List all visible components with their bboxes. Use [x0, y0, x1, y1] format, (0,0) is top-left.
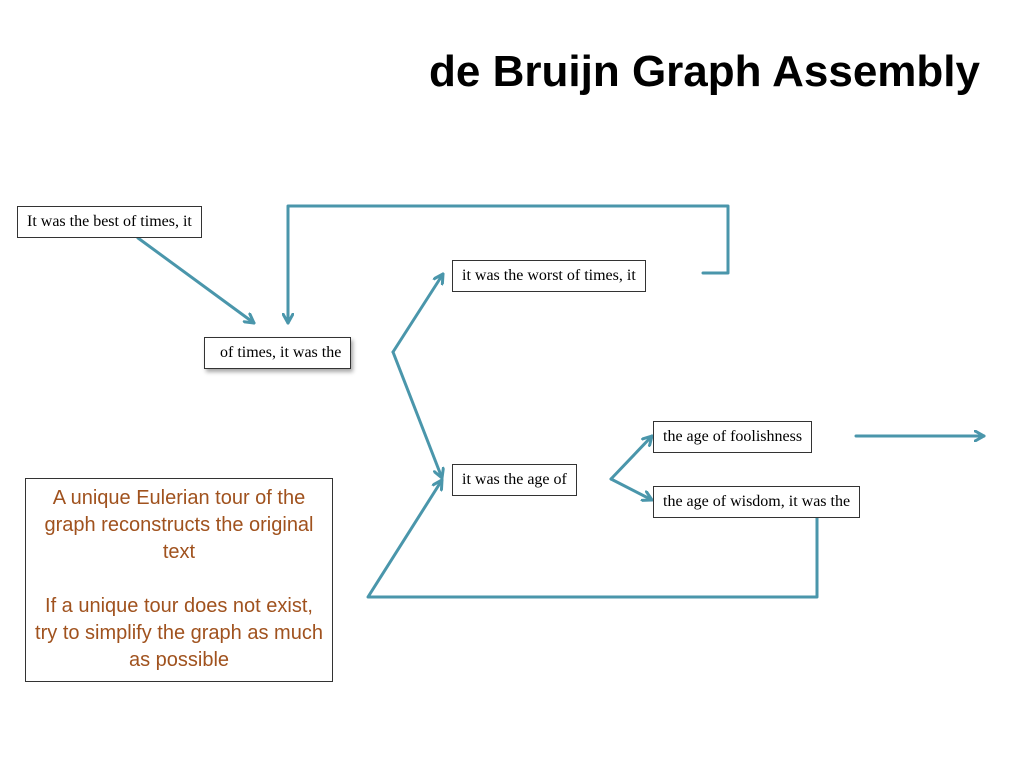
- edge-wisdom-loop-to-age-of: [366, 478, 819, 599]
- edge-of-times-to-age-of: [391, 350, 442, 480]
- node-of-times-it-was-the: of times, it was the: [204, 337, 352, 369]
- note-paragraph-2: If a unique tour does not exist, try to …: [35, 595, 323, 671]
- slide-title: de Bruijn Graph Assembly: [429, 47, 980, 96]
- edge-of-times-to-worst: [391, 272, 445, 354]
- eulerian-tour-note: A unique Eulerian tour of the graph reco…: [25, 478, 333, 682]
- node-age-of-foolishness: the age of foolishness: [653, 421, 813, 453]
- node-age-of: it was the age of: [452, 464, 577, 496]
- edge-best-to-of-times: [136, 236, 256, 325]
- edge-age-of-to-wisdom: [609, 477, 654, 500]
- node-best-of-times: It was the best of times, it: [17, 206, 202, 238]
- edge-age-of-to-foolishness: [609, 434, 654, 481]
- edge-worst-loop-to-of-times: [288, 204, 730, 325]
- note-paragraph-1: A unique Eulerian tour of the graph reco…: [44, 487, 314, 563]
- node-worst-of-times: it was the worst of times, it: [452, 260, 646, 292]
- node-age-of-wisdom: the age of wisdom, it was the: [653, 486, 861, 518]
